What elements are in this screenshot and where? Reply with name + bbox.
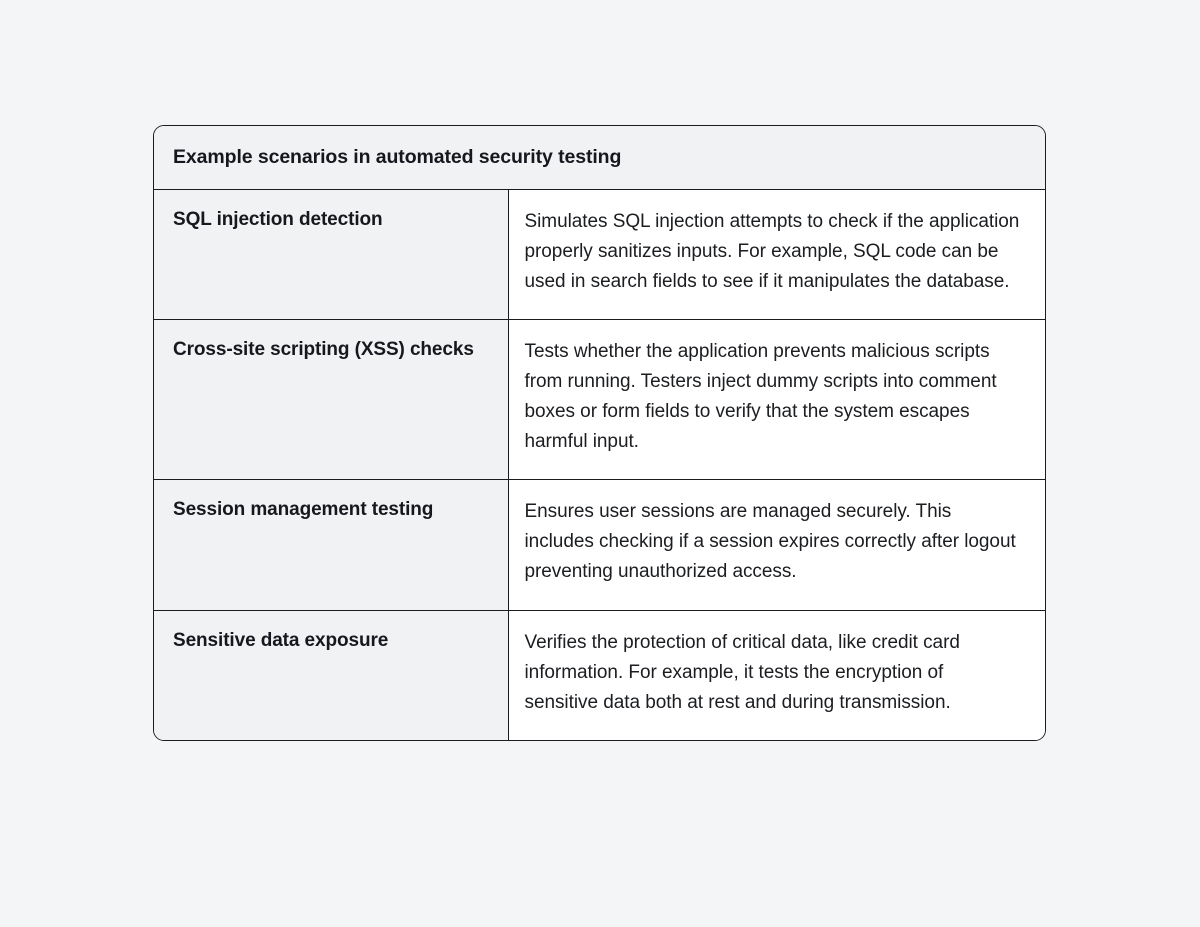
- scenario-table-container: Example scenarios in automated security …: [153, 125, 1046, 741]
- table-row: Cross-site scripting (XSS) checks Tests …: [154, 319, 1045, 481]
- table-header-row: Example scenarios in automated security …: [154, 126, 1045, 191]
- scenario-label: Cross-site scripting (XSS) checks: [154, 319, 509, 481]
- table-row: Sensitive data exposure Verifies the pro…: [154, 610, 1045, 740]
- table-title: Example scenarios in automated security …: [154, 126, 1045, 191]
- scenario-label: Sensitive data exposure: [154, 610, 509, 740]
- scenario-label: SQL injection detection: [154, 189, 509, 321]
- table-body: SQL injection detection Simulates SQL in…: [154, 189, 1045, 740]
- scenario-description: Verifies the protection of critical data…: [508, 610, 1045, 740]
- scenario-table: Example scenarios in automated security …: [154, 126, 1045, 740]
- scenario-description: Tests whether the application prevents m…: [508, 319, 1045, 481]
- table-row: SQL injection detection Simulates SQL in…: [154, 189, 1045, 321]
- table-row: Session management testing Ensures user …: [154, 479, 1045, 611]
- scenario-description: Simulates SQL injection attempts to chec…: [508, 189, 1045, 321]
- scenario-label: Session management testing: [154, 479, 509, 611]
- scenario-description: Ensures user sessions are managed secure…: [508, 479, 1045, 611]
- table-head: Example scenarios in automated security …: [154, 126, 1045, 191]
